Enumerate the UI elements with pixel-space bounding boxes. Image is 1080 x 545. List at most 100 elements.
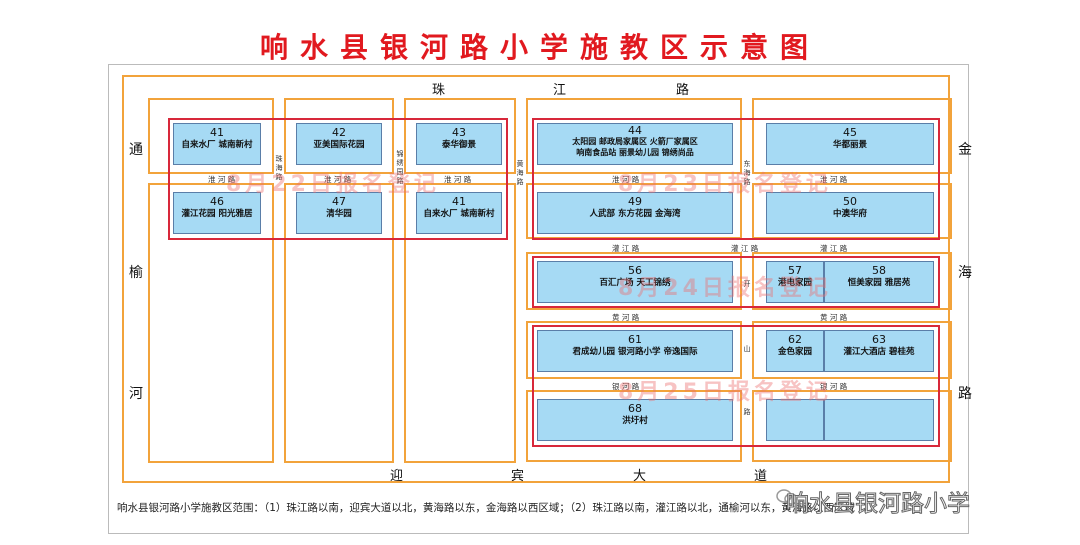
road-west-char-3: 河 xyxy=(129,386,143,402)
road-north-char-2: 江 xyxy=(553,83,567,98)
block-41-south: 41 自来水厂 城南新村 xyxy=(416,192,502,234)
road-donghai-label: 东 海 路 xyxy=(743,160,751,186)
block-42: 42 亚美国际花园 xyxy=(296,123,382,165)
block-name: 洪圩村 xyxy=(622,416,648,426)
road-zhuhai-label: 珠 海 路 xyxy=(275,155,283,181)
registration-date-3: 8月24日报名登记 xyxy=(618,276,832,301)
road-huaihe-label-3: 淮 河 路 xyxy=(444,175,472,184)
road-south-char-3: 大 xyxy=(633,469,647,484)
road-huaihe-label-4: 淮 河 路 xyxy=(612,175,640,184)
registration-zone-2 xyxy=(532,118,940,240)
wechat-icon xyxy=(776,489,798,505)
block-number: 68 xyxy=(628,402,642,415)
parcel-frame-w4 xyxy=(148,183,274,463)
block-number: 49 xyxy=(628,195,642,208)
parcel-frame-e10 xyxy=(752,390,952,462)
road-east-char-3: 路 xyxy=(958,386,972,402)
parcel-frame-e7 xyxy=(526,321,742,379)
road-guanjiang-label-1: 灌 江 路 xyxy=(612,244,640,253)
road-jinxiu-label: 锦 绣 园 路 xyxy=(396,150,404,185)
block-number: 41 xyxy=(210,126,224,139)
block-57: 57 港电家园 xyxy=(766,261,824,303)
block-44: 44 太阳园 邮政局家属区 火箭厂家属区 响南食品站 丽景幼儿园 锦绣尚品 xyxy=(537,123,733,165)
road-huaihe-label-1: 淮 河 路 xyxy=(208,175,236,184)
road-south-char-4: 道 xyxy=(754,469,768,484)
block-47: 47 清华园 xyxy=(296,192,382,234)
road-north-char-3: 路 xyxy=(676,83,690,98)
block-41-north: 41 自来水厂 城南新村 xyxy=(173,123,261,165)
block-name: 灌江大酒店 碧桂苑 xyxy=(843,347,915,357)
block-50: 50 中澳华府 xyxy=(766,192,934,234)
parcel-frame-e6 xyxy=(752,252,952,310)
road-huanghe-label-2: 黄 河 路 xyxy=(820,313,848,322)
parcel-frame-e8 xyxy=(752,321,952,379)
block-58: 58 恒美家园 雅居苑 xyxy=(824,261,934,303)
block-name: 百汇广场 天工锦绣 xyxy=(599,278,671,288)
road-lu-label: 路 xyxy=(743,408,751,416)
map-title: 响水县银河路小学施教区示意图 xyxy=(259,31,820,64)
road-yinhe-label-2: 银 河 路 xyxy=(820,382,848,391)
block-63: 63 灌江大酒店 碧桂苑 xyxy=(824,330,934,372)
block-number: 57 xyxy=(788,264,802,277)
block-name: 泰华御景 xyxy=(441,140,476,150)
block-number: 56 xyxy=(628,264,642,277)
block-number: 62 xyxy=(788,333,802,346)
registration-date-1: 8月22日报名登记 xyxy=(226,172,440,197)
block-unlabeled-2 xyxy=(824,399,934,441)
road-kai-label: 开 xyxy=(743,280,751,288)
block-number: 45 xyxy=(843,126,857,139)
road-north-char-1: 珠 xyxy=(432,83,446,98)
outer-road-frame xyxy=(122,75,950,483)
block-name: 中澳华府 xyxy=(832,209,867,219)
parcel-frame-w2 xyxy=(284,98,394,174)
parcel-frame-e9 xyxy=(526,390,742,462)
road-west-char-2: 榆 xyxy=(129,265,143,281)
block-name: 华都丽景 xyxy=(832,140,867,150)
road-south-char-1: 迎 xyxy=(390,469,404,484)
parcel-frame-e1 xyxy=(526,98,742,174)
road-shan-label: 山 xyxy=(743,345,751,353)
block-62: 62 金色家园 xyxy=(766,330,824,372)
block-number: 47 xyxy=(332,195,346,208)
block-name: 君成幼儿园 银河路小学 帝逸国际 xyxy=(572,347,698,357)
block-61: 61 君成幼儿园 银河路小学 帝逸国际 xyxy=(537,330,733,372)
block-name: 金色家园 xyxy=(777,347,812,357)
road-guanjiang-label-2: 灌 江 路 xyxy=(731,244,759,253)
block-number: 63 xyxy=(872,333,886,346)
registration-zone-4 xyxy=(532,325,940,447)
block-43: 43 泰华御景 xyxy=(416,123,502,165)
block-name: 恒美家园 雅居苑 xyxy=(847,278,911,288)
block-68: 68 洪圩村 xyxy=(537,399,733,441)
block-name: 港电家园 xyxy=(777,278,812,288)
road-huaihe-label-2: 淮 河 路 xyxy=(324,175,352,184)
block-name: 亚美国际花园 xyxy=(313,140,365,150)
footer-description: 响水县银河路小学施教区范围：（1）珠江路以南，迎宾大道以北，黄海路以东，金海路以… xyxy=(117,502,855,514)
map-border xyxy=(108,64,969,534)
road-huanghe-label-1: 黄 河 路 xyxy=(612,313,640,322)
block-number: 46 xyxy=(210,195,224,208)
parcel-frame-e2 xyxy=(752,98,952,174)
parcel-frame-w1 xyxy=(148,98,274,174)
parcel-frame-w5 xyxy=(284,183,394,463)
block-name: 自来水厂 城南新村 xyxy=(181,140,253,150)
parcel-frame-e5 xyxy=(526,252,742,310)
block-number: 61 xyxy=(628,333,642,346)
road-yinhe-label-1: 银 河 路 xyxy=(612,382,640,391)
road-east-char-2: 海 xyxy=(958,265,972,281)
road-east-char-1: 金 xyxy=(958,142,972,158)
block-name: 人武部 东方花园 金海湾 xyxy=(589,209,681,219)
road-huanghai-label: 黄 海 路 xyxy=(516,160,524,186)
road-west-char-1: 通 xyxy=(129,142,143,158)
block-45: 45 华都丽景 xyxy=(766,123,934,165)
registration-zone-1 xyxy=(168,118,508,240)
block-number: 42 xyxy=(332,126,346,139)
parcel-frame-w3 xyxy=(404,98,516,174)
block-name: 自来水厂 城南新村 xyxy=(423,209,495,219)
parcel-frame-w6 xyxy=(404,183,516,463)
registration-date-4: 8月25日报名登记 xyxy=(618,380,832,405)
block-name: 灌江花园 阳光雅居 xyxy=(181,209,253,219)
block-number: 43 xyxy=(452,126,466,139)
block-number: 41 xyxy=(452,195,466,208)
wechat-watermark-text: 响水县银河路小学 xyxy=(786,491,971,518)
block-number: 58 xyxy=(872,264,886,277)
